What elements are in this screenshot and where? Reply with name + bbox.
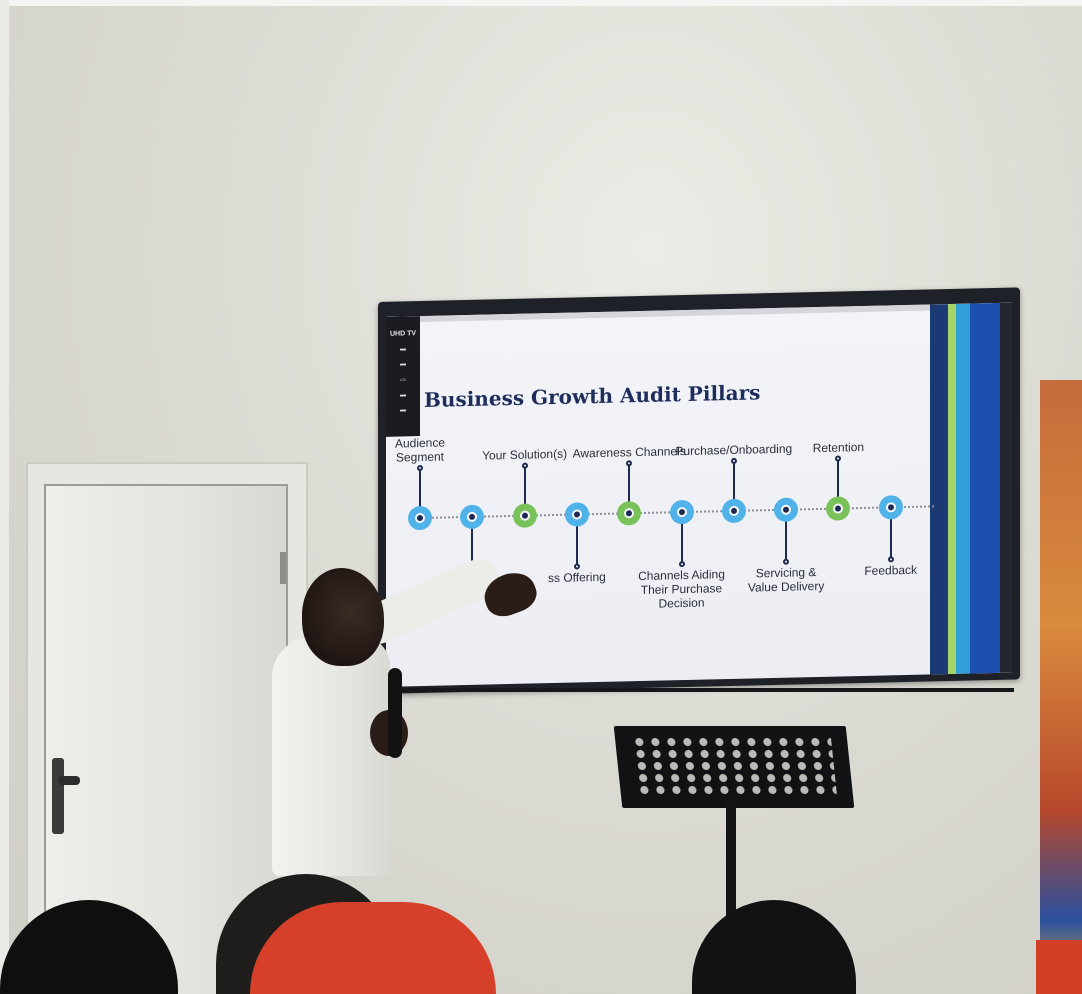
pillar-node-1 xyxy=(408,505,432,531)
door-handle xyxy=(58,776,80,785)
pillar-node-8 xyxy=(774,497,799,523)
music-stand-holes xyxy=(630,736,838,796)
pillar-node-9 xyxy=(826,496,851,521)
pillar-connector xyxy=(889,518,892,559)
pillar-node-10 xyxy=(878,495,903,520)
pillar-connector-cap xyxy=(835,455,842,462)
television: UHD TV ▬ ▬ ▭ ▬ ▬ Business Growth Audit P… xyxy=(378,287,1020,694)
tv-bottom-bezel xyxy=(378,688,1014,692)
presenter-head xyxy=(302,568,384,666)
pillar-node-2 xyxy=(460,504,485,530)
tv-brand-label: UHD TV xyxy=(389,330,417,338)
slide-title: Business Growth Audit Pillars xyxy=(424,380,761,412)
stripe-green xyxy=(948,303,956,675)
tv-menu-sidebar[interactable]: UHD TV ▬ ▬ ▭ ▬ ▬ xyxy=(386,316,420,437)
menu-line: ▬ xyxy=(400,407,406,414)
audience-red-shirt xyxy=(250,902,496,994)
pillar-label: Your Solution(s) xyxy=(482,446,568,463)
music-stand-desk xyxy=(613,726,855,808)
pillar-node-center xyxy=(626,510,633,517)
image-border-top xyxy=(0,0,1082,6)
pillar-connector-cap xyxy=(573,563,580,570)
pillar-node-center xyxy=(678,509,685,516)
stripe-edge xyxy=(1000,302,1012,673)
pillar-connector xyxy=(523,465,526,506)
pillar-node-center xyxy=(469,513,476,520)
door-hinge xyxy=(280,552,286,584)
pillar-connector-cap xyxy=(678,561,685,568)
banner-poster xyxy=(1040,380,1082,994)
pillar-label: Servicing &Value Delivery xyxy=(747,565,825,595)
presenter-body xyxy=(272,636,390,876)
pillar-label: Purchase/Onboarding xyxy=(675,441,793,459)
door-handle-plate xyxy=(52,758,64,834)
stripe-light-blue xyxy=(956,303,970,674)
pillar-label: Retention xyxy=(812,439,865,456)
pillars-timeline: AudienceSegmentTheir PainPointYour Solut… xyxy=(394,434,938,646)
pillar-node-7 xyxy=(721,498,746,524)
pillar-node-center xyxy=(417,514,423,522)
pillar-label: ss Offering xyxy=(547,569,606,586)
menu-line: ▬ xyxy=(400,361,406,368)
pillar-connector xyxy=(732,460,735,501)
pillar-connector-cap xyxy=(887,556,894,563)
audience-red-right xyxy=(1036,940,1082,994)
pillar-connector-cap xyxy=(521,462,528,469)
pillar-node-center xyxy=(835,505,842,512)
screen-top-bar xyxy=(386,302,1012,323)
pillar-connector-cap xyxy=(417,464,423,472)
pillar-connector xyxy=(680,523,683,564)
pillar-connector-cap xyxy=(783,558,790,565)
tv-screen: UHD TV ▬ ▬ ▭ ▬ ▬ Business Growth Audit P… xyxy=(386,302,1012,687)
pillar-node-center xyxy=(521,512,528,519)
pillar-node-center xyxy=(783,506,790,513)
pillar-connector xyxy=(837,458,840,499)
slide-decor-stripes xyxy=(930,302,1012,675)
pillar-connector xyxy=(628,463,631,504)
menu-line: ▭ xyxy=(400,377,406,384)
pillar-node-4 xyxy=(564,502,589,527)
pillar-node-center xyxy=(730,507,737,514)
pillar-connector xyxy=(419,468,421,509)
pillar-node-6 xyxy=(669,499,694,525)
pillar-connector-cap xyxy=(626,460,633,467)
menu-line: ▬ xyxy=(400,392,406,399)
music-stand-pole xyxy=(726,800,736,994)
stripe-blue xyxy=(970,302,1000,674)
menu-line: ▬ xyxy=(400,346,406,353)
pillar-connector xyxy=(575,525,578,566)
image-border-left xyxy=(0,0,9,994)
pillar-connector xyxy=(785,520,788,561)
pillar-label: Awareness Channels xyxy=(572,444,686,461)
pillar-connector-cap xyxy=(730,457,737,464)
pillar-node-center xyxy=(887,504,894,511)
pillar-node-3 xyxy=(512,503,537,528)
pillar-label: Feedback xyxy=(864,562,918,578)
microphone xyxy=(388,668,402,758)
pillar-node-center xyxy=(573,511,580,518)
pillar-node-5 xyxy=(617,501,642,526)
